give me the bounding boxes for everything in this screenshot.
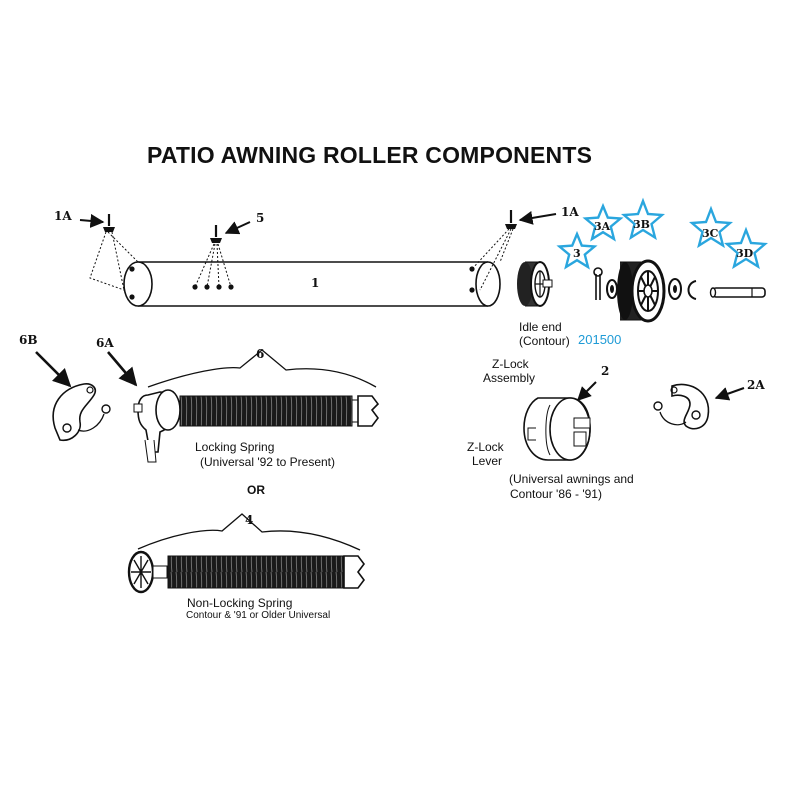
- callout-arrows-top: [79, 211, 745, 401]
- callout-4: 4: [245, 513, 254, 527]
- callout-arrows-bottom: [35, 351, 138, 388]
- callout-2: 2: [601, 364, 610, 378]
- idle-end-contour-label: (Contour): [519, 334, 570, 348]
- rivet-1a-right: [471, 210, 517, 291]
- callout-3a: 3A: [594, 220, 611, 233]
- locking-spring-years: (Universal '92 to Present): [200, 455, 336, 469]
- axle-pin: [709, 287, 766, 298]
- rivet-1a-left: [89, 214, 139, 291]
- idle-end-label: Idle end: [519, 320, 562, 334]
- universal-awnings-label: (Universal awnings and: [509, 472, 634, 486]
- axle-washer: [668, 278, 682, 300]
- callout-1: 1: [311, 276, 320, 290]
- non-locking-spring-label: Non-Locking Spring: [187, 596, 293, 610]
- z-lock-lever-right: [653, 383, 710, 430]
- star-3: [556, 230, 598, 270]
- non-locking-spring-models: Contour & '91 or Older Universal: [186, 610, 331, 621]
- roller-wheel: [617, 259, 666, 323]
- diagram-title: PATIO AWNING ROLLER COMPONENTS: [147, 142, 593, 168]
- zlock-lever-label: Z-Lock: [467, 440, 504, 454]
- callout-1a-left: 1A: [54, 209, 72, 223]
- callout-2a: 2A: [747, 378, 765, 392]
- cotter-pin: [593, 267, 603, 300]
- z-lock-lever-left: [52, 383, 111, 442]
- non-locking-spring-assembly: [127, 513, 365, 594]
- washer: [606, 279, 618, 299]
- callout-6: 6: [256, 347, 265, 361]
- callout-1a-right: 1A: [561, 205, 579, 219]
- locking-spring-label: Locking Spring: [195, 440, 275, 454]
- universal-years-label: Contour '86 - '91): [510, 487, 602, 501]
- z-lock-assembly: [523, 397, 591, 461]
- star-3a: [582, 202, 624, 242]
- callout-3b: 3B: [633, 218, 650, 231]
- callout-6a: 6A: [96, 336, 114, 350]
- locking-spring-assembly: [133, 349, 380, 463]
- roller-tube: [123, 261, 501, 307]
- idle-end-cap: [517, 261, 553, 307]
- zlock-assembly-label: Z-Lock: [492, 357, 529, 371]
- callout-3: 3: [573, 247, 581, 260]
- callout-3c: 3C: [702, 227, 719, 240]
- rivet-5: [194, 225, 232, 288]
- e-clip: [687, 280, 697, 300]
- zlock-lever-label-2: Lever: [472, 454, 503, 468]
- callout-6b: 6B: [19, 333, 38, 347]
- highlight-stars: [556, 197, 768, 270]
- star-3b: [621, 197, 665, 241]
- callout-3d: 3D: [736, 247, 754, 260]
- zlock-assembly-label-2: Assembly: [483, 371, 536, 385]
- star-3d: [724, 226, 768, 270]
- callout-5: 5: [256, 211, 265, 225]
- star-3c: [689, 205, 733, 249]
- or-separator: OR: [247, 483, 265, 497]
- idle-end-part-number: 201500: [578, 332, 622, 347]
